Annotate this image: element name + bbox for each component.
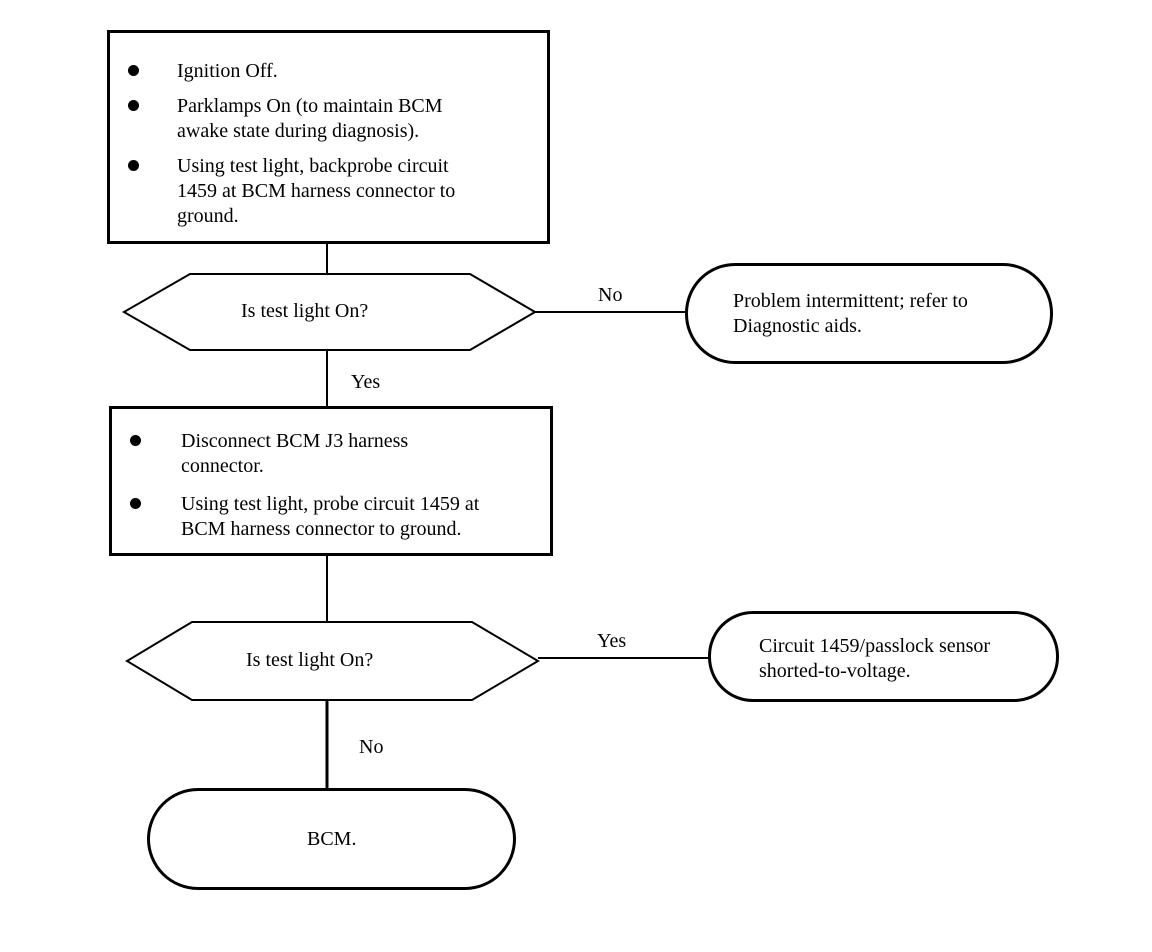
step-1-bullet-2-text: Parklamps On (to maintain BCM awake stat… <box>177 95 443 142</box>
bullet-icon <box>128 65 139 76</box>
step-1-bullet-1-text: Ignition Off. <box>177 60 278 82</box>
outcome-intermittent: Problem intermittent; refer to Diagnosti… <box>685 263 1053 364</box>
outcome-intermittent-text: Problem intermittent; refer to Diagnosti… <box>733 290 968 337</box>
decision-2-shape <box>125 621 540 701</box>
bullet-icon <box>128 160 139 171</box>
step-1-box: Ignition Off. Parklamps On (to maintain … <box>107 30 550 244</box>
outcome-shorted: Circuit 1459/passlock sensor shorted-to-… <box>708 611 1059 702</box>
decision-2-yes-label: Yes <box>597 630 627 652</box>
decision-1-question: Is test light On? <box>241 300 369 322</box>
step-2-bullet-2-text: Using test light, probe circuit 1459 at … <box>181 493 480 540</box>
outcome-bcm: BCM. <box>147 788 516 890</box>
decision-1-yes-label: Yes <box>351 371 381 393</box>
step-2-bullet-1-text: Disconnect BCM J3 harness connector. <box>181 430 409 477</box>
decision-1-no-label: No <box>598 284 623 306</box>
decision-2-question: Is test light On? <box>246 649 374 671</box>
outcome-shorted-text: Circuit 1459/passlock sensor shorted-to-… <box>759 635 991 682</box>
bullet-icon <box>130 435 141 446</box>
outcome-bcm-text: BCM. <box>307 828 357 850</box>
step-2-box: Disconnect BCM J3 harness connector. Usi… <box>109 406 553 556</box>
bullet-icon <box>128 100 139 111</box>
step-1-bullet-3-text: Using test light, backprobe circuit 1459… <box>177 155 456 227</box>
bullet-icon <box>130 498 141 509</box>
decision-2-no-label: No <box>359 736 384 758</box>
